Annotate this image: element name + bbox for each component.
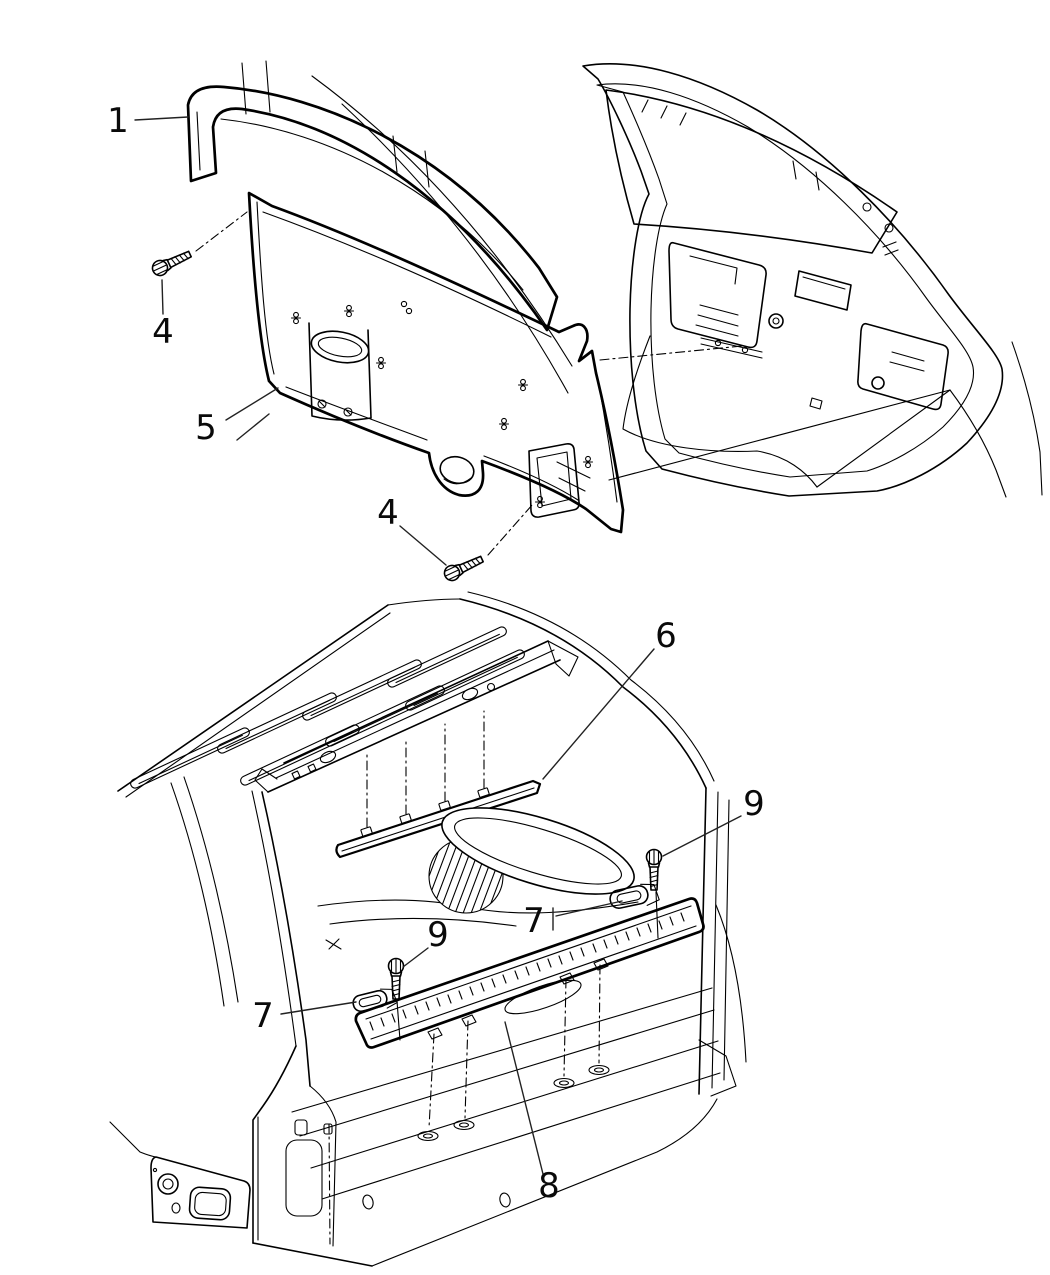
- floor-mount-holes: [328, 964, 610, 1245]
- callout-8: 8: [538, 1166, 560, 1206]
- opening-seal-ring: [441, 807, 635, 895]
- light-bar-part-6: [335, 710, 542, 859]
- tie-down-hook-left-part-7: [352, 988, 398, 1013]
- screw-4-lower: [441, 503, 534, 584]
- trim-panel-part-5: [247, 191, 625, 534]
- body-ghost-lines: [311, 75, 573, 394]
- tie-down-hook-right-part-7: [609, 883, 660, 909]
- roof-panel: [117, 591, 715, 798]
- callout-7-right: 7: [523, 901, 545, 941]
- screw-4-upper: [149, 211, 248, 279]
- liftgate-inner-panel: [582, 63, 1004, 497]
- callout-1: 1: [107, 101, 129, 141]
- upper-molding-part-1: [186, 60, 559, 332]
- callout-4-lower: 4: [377, 493, 399, 533]
- screw-9-right: [645, 848, 663, 939]
- screw-9-left: [387, 957, 405, 1041]
- rear-sill-and-bumper: [291, 987, 721, 1267]
- left-quarter-body: [109, 776, 373, 1267]
- body-below-liftgate: [556, 335, 1043, 498]
- callout-7-left: 7: [252, 996, 274, 1036]
- right-pillar-body: [698, 787, 747, 1097]
- callout-5: 5: [195, 408, 217, 448]
- callout-leader-lines: [134, 116, 742, 1175]
- liftgate-opening-header: [254, 640, 579, 793]
- sill-scuff-plate-part-8: [354, 897, 705, 1049]
- callout-6: 6: [655, 616, 677, 656]
- callout-9-left: 9: [427, 915, 449, 955]
- callout-4-upper: 4: [152, 312, 174, 352]
- callout-9-right: 9: [743, 784, 765, 824]
